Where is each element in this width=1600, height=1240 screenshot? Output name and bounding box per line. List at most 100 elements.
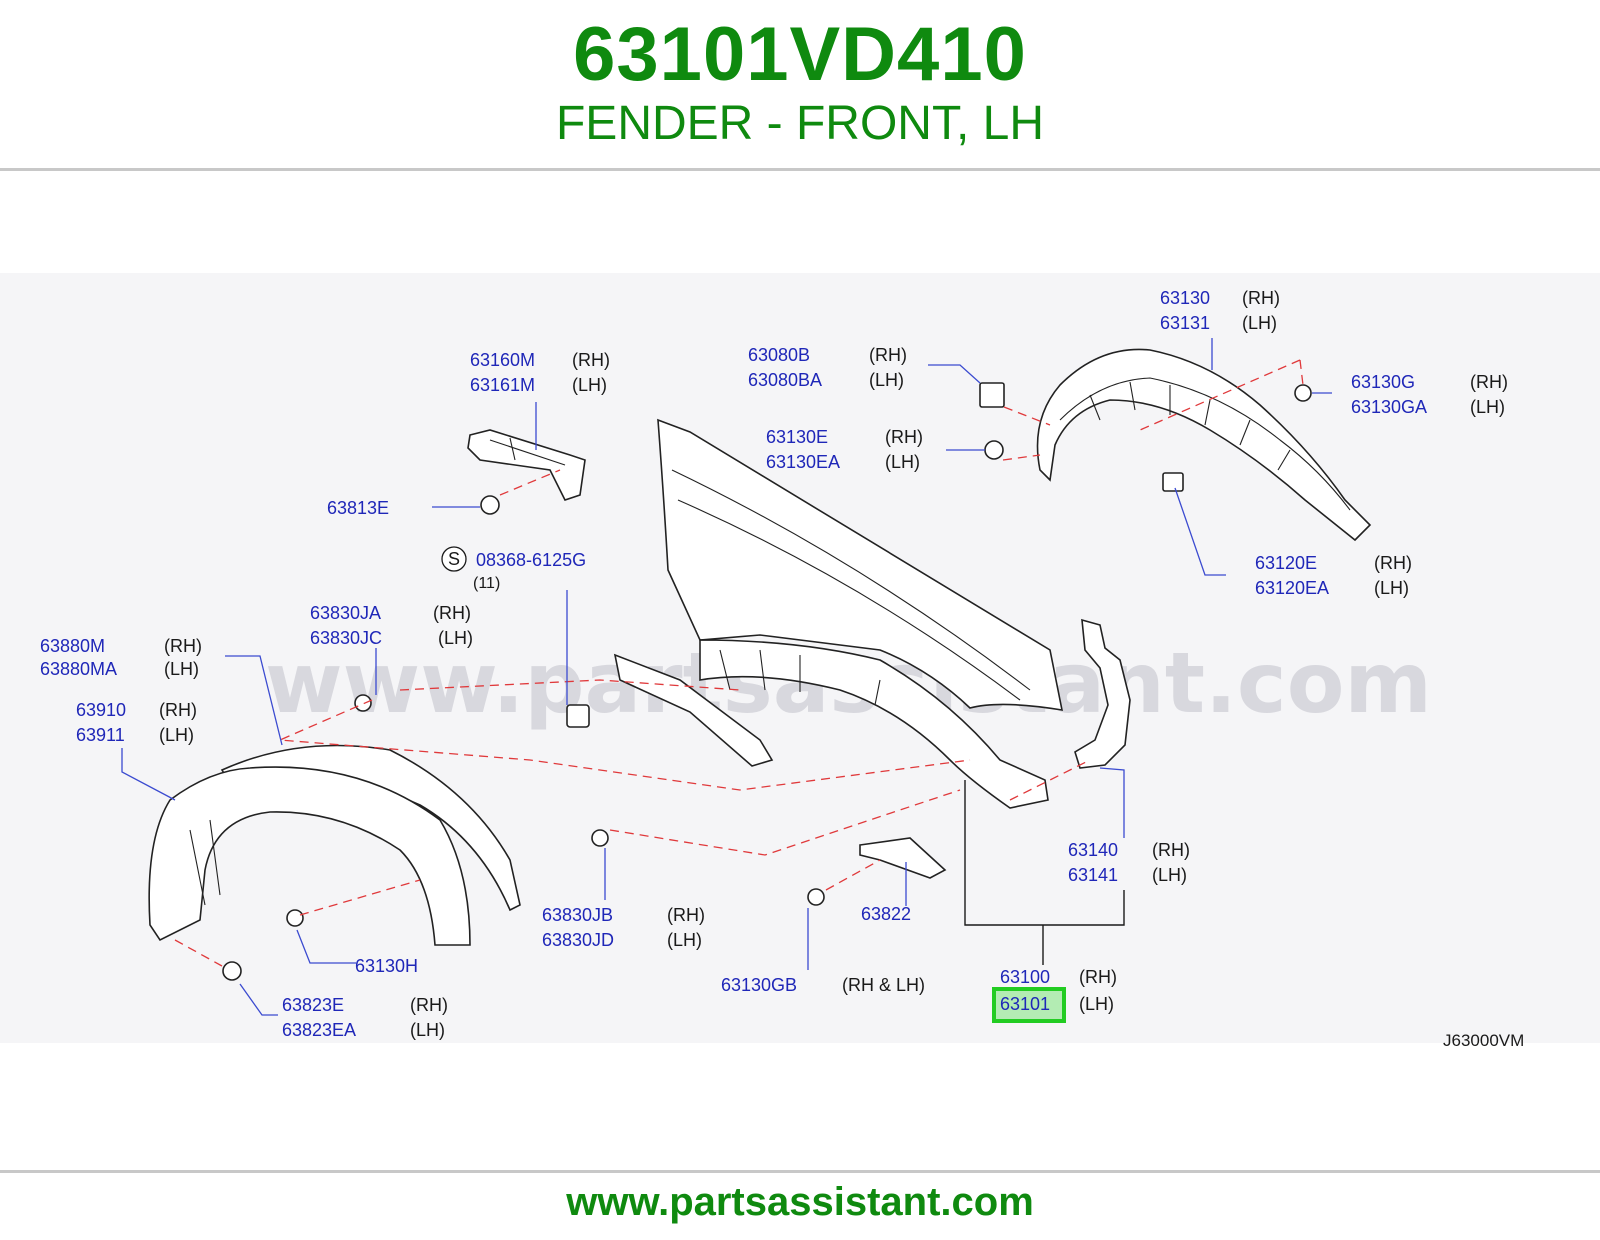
callout-63131[interactable]: 63131 (LH) xyxy=(1160,313,1277,333)
callout-side: (RH) xyxy=(159,700,197,720)
callout-63830jc[interactable]: 63830JC (LH) xyxy=(310,628,473,648)
callout-number[interactable]: 63130G xyxy=(1351,372,1415,392)
callout-side: (LH) xyxy=(438,628,473,648)
callout-side: (RH) xyxy=(1079,967,1117,987)
callout-63130gb[interactable]: 63130GB (RH & LH) xyxy=(721,975,925,995)
callout-63120e[interactable]: 63120E (RH) xyxy=(1255,553,1412,573)
callout-number[interactable]: 63823EA xyxy=(282,1020,356,1040)
standard-part-symbol-icon xyxy=(441,546,467,572)
page-header: 63101VD410 FENDER - FRONT, LH xyxy=(0,0,1600,168)
callout-leader-lines xyxy=(121,338,1332,1016)
callout-side: (LH) xyxy=(869,370,904,390)
callout-number[interactable]: 63880MA xyxy=(40,659,117,679)
callout-side: (RH) xyxy=(667,905,705,925)
callout-63130e[interactable]: 63130E (RH) xyxy=(766,427,923,447)
fender-panel-drawing xyxy=(613,418,1064,809)
callout-number[interactable]: 63130 xyxy=(1160,288,1210,308)
callout-63080b[interactable]: 63080B (RH) xyxy=(748,345,907,365)
callout-side: (RH) xyxy=(885,427,923,447)
callout-number[interactable]: 63131 xyxy=(1160,313,1210,333)
callout-number[interactable]: 63080B xyxy=(748,345,810,365)
callout-number[interactable]: 63140 xyxy=(1068,840,1118,860)
callout-number[interactable]: 63823E xyxy=(282,995,344,1015)
callout-63130[interactable]: 63130 (RH) xyxy=(1160,288,1280,308)
callout-side: (RH) xyxy=(1470,372,1508,392)
footer-divider xyxy=(0,1170,1600,1173)
callout-side: (LH) xyxy=(159,725,194,745)
callout-number[interactable]: 63130EA xyxy=(766,452,840,472)
callout-number[interactable]: 63120EA xyxy=(1255,578,1329,598)
callout-side: (LH) xyxy=(410,1020,445,1040)
callout-number[interactable]: 63130GA xyxy=(1351,397,1427,417)
callout-number[interactable]: 63830JC xyxy=(310,628,382,648)
callout-number[interactable]: 63141 xyxy=(1068,865,1118,885)
callout-side: (RH) xyxy=(410,995,448,1015)
callout-number[interactable]: 63120E xyxy=(1255,553,1317,573)
callout-number[interactable]: 63813E xyxy=(327,498,389,518)
callout-side: (RH) xyxy=(869,345,907,365)
callout-number[interactable]: 63830JB xyxy=(542,905,613,925)
callout-number[interactable]: 63130H xyxy=(355,956,418,976)
callout-63130ea[interactable]: 63130EA (LH) xyxy=(766,452,920,472)
callout-number[interactable]: 63100 xyxy=(1000,967,1050,987)
callout-side: (LH) xyxy=(572,375,607,395)
callout-number[interactable]: 63880M xyxy=(40,636,105,656)
callout-side: (LH) xyxy=(164,659,199,679)
callout-side: (LH) xyxy=(667,930,702,950)
callout-side: (RH) xyxy=(572,350,610,370)
mudguard-drawing xyxy=(148,766,471,946)
callout-number[interactable]: 63160M xyxy=(470,350,535,370)
callout-08368-6125g[interactable]: S 08368-6125G (11) xyxy=(441,546,586,592)
callout-number[interactable]: 63822 xyxy=(861,904,911,924)
callout-63080ba[interactable]: 63080BA (LH) xyxy=(748,370,904,390)
callout-side: (LH) xyxy=(1242,313,1277,333)
callout-63822[interactable]: 63822 xyxy=(861,904,911,924)
fender-stay-drawing xyxy=(467,429,586,501)
target-part-highlight xyxy=(992,987,1066,1023)
part-name-subtitle: FENDER - FRONT, LH xyxy=(555,97,1044,150)
fender-bracket-drawing xyxy=(1074,618,1131,769)
callout-side: (LH) xyxy=(1079,994,1114,1014)
callout-number[interactable]: 63130GB xyxy=(721,975,797,995)
fender-liner-drawing xyxy=(1036,348,1372,542)
callout-63130g[interactable]: 63130G (RH) xyxy=(1351,372,1508,392)
callout-63911[interactable]: 63911 (LH) xyxy=(76,725,194,745)
callout-63830jd[interactable]: 63830JD (LH) xyxy=(542,930,702,950)
callout-63100[interactable]: 63100 (RH) xyxy=(1000,967,1117,987)
callout-63130ga[interactable]: 63130GA (LH) xyxy=(1351,397,1505,417)
callout-63830ja[interactable]: 63830JA (RH) xyxy=(310,603,471,623)
callout-number[interactable]: 63830JA xyxy=(310,603,381,623)
callout-number[interactable]: 63830JD xyxy=(542,930,614,950)
callout-63830jb[interactable]: 63830JB (RH) xyxy=(542,905,705,925)
callout-number[interactable]: 63161M xyxy=(470,375,535,395)
callout-63813e[interactable]: 63813E xyxy=(327,498,389,518)
callout-63130h[interactable]: 63130H xyxy=(355,956,418,976)
callout-63120ea[interactable]: 63120EA (LH) xyxy=(1255,578,1409,598)
callout-63160m[interactable]: 63160M (RH) xyxy=(470,350,610,370)
callout-number[interactable]: 08368-6125G xyxy=(476,550,586,570)
callout-side: (RH) xyxy=(164,636,202,656)
callout-63823e[interactable]: 63823E (RH) xyxy=(282,995,448,1015)
callout-63823ea[interactable]: 63823EA (LH) xyxy=(282,1020,445,1040)
callout-63910[interactable]: 63910 (RH) xyxy=(76,700,197,720)
callout-side: (RH) xyxy=(1374,553,1412,573)
callout-side: (LH) xyxy=(885,452,920,472)
callout-63141[interactable]: 63141 (LH) xyxy=(1068,865,1187,885)
callout-63161m[interactable]: 63161M (LH) xyxy=(470,375,607,395)
callout-number[interactable]: 63130E xyxy=(766,427,828,447)
callout-number[interactable]: 63911 xyxy=(76,725,125,745)
callout-63101[interactable]: 63101 (LH) xyxy=(1000,994,1114,1014)
callout-side: (LH) xyxy=(1470,397,1505,417)
callout-number[interactable]: 63910 xyxy=(76,700,126,720)
standard-part-symbol: S xyxy=(448,549,460,569)
footer-url[interactable]: www.partsassistant.com xyxy=(566,1180,1034,1224)
header-divider xyxy=(0,168,1600,171)
callout-number[interactable]: 63080BA xyxy=(748,370,822,390)
callout-63880ma[interactable]: 63880MA (LH) xyxy=(40,659,199,679)
callout-side: (LH) xyxy=(1152,865,1187,885)
callout-63880m[interactable]: 63880M (RH) xyxy=(40,636,202,656)
callout-number[interactable]: 63101 xyxy=(1000,994,1050,1014)
callout-side: (RH & LH) xyxy=(842,975,925,995)
callout-63140[interactable]: 63140 (RH) xyxy=(1068,840,1190,860)
